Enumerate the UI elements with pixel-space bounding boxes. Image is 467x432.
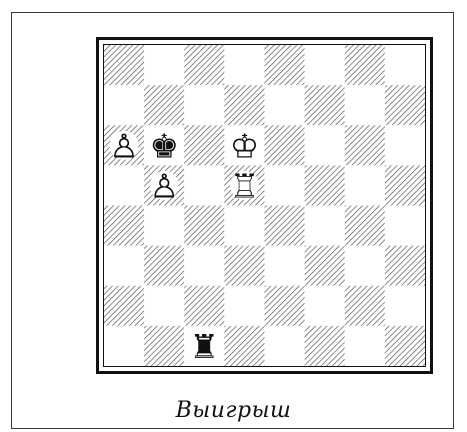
chessboard-border: ♙♚♔♙♖♜: [96, 37, 433, 374]
square-g5: [345, 165, 385, 205]
white-king-icon: ♔: [230, 126, 260, 165]
square-d3: [224, 246, 264, 286]
black-king-icon: ♚: [149, 126, 179, 165]
square-d8: [224, 45, 264, 85]
square-d2: [224, 286, 264, 326]
square-d4: [224, 206, 264, 246]
square-g6: [345, 125, 385, 165]
square-d7: [224, 85, 264, 125]
square-f4: [305, 206, 345, 246]
square-b2: [144, 286, 184, 326]
square-c2: [184, 286, 224, 326]
square-b1: [144, 326, 184, 366]
black-rook-icon: ♜: [190, 327, 220, 366]
square-g3: [345, 246, 385, 286]
square-b4: [144, 206, 184, 246]
square-h8: [385, 45, 425, 85]
square-a8: [104, 45, 144, 85]
chessboard-canvas: ♙♚♔♙♖♜: [104, 45, 425, 366]
diagram-caption: Выигрыш: [0, 398, 467, 423]
square-f5: [305, 165, 345, 205]
square-e8: [265, 45, 305, 85]
square-g2: [345, 286, 385, 326]
square-a7: [104, 85, 144, 125]
square-g8: [345, 45, 385, 85]
square-f3: [305, 246, 345, 286]
white-rook-icon: ♖: [230, 166, 260, 205]
square-a3: [104, 246, 144, 286]
square-h6: [385, 125, 425, 165]
square-h1: [385, 326, 425, 366]
square-e7: [265, 85, 305, 125]
square-a5: [104, 165, 144, 205]
square-f7: [305, 85, 345, 125]
square-e2: [265, 286, 305, 326]
square-h5: [385, 165, 425, 205]
chessboard: ♙♚♔♙♖♜: [103, 44, 426, 367]
square-e6: [265, 125, 305, 165]
square-f1: [305, 326, 345, 366]
square-g1: [345, 326, 385, 366]
square-c7: [184, 85, 224, 125]
square-e3: [265, 246, 305, 286]
square-a2: [104, 286, 144, 326]
square-e5: [265, 165, 305, 205]
square-h3: [385, 246, 425, 286]
square-e4: [265, 206, 305, 246]
square-d1: [224, 326, 264, 366]
square-f8: [305, 45, 345, 85]
white-pawn-icon: ♙: [109, 126, 139, 165]
square-a4: [104, 206, 144, 246]
square-c8: [184, 45, 224, 85]
square-f6: [305, 125, 345, 165]
white-pawn-icon: ♙: [149, 166, 179, 205]
square-b3: [144, 246, 184, 286]
square-h7: [385, 85, 425, 125]
square-h2: [385, 286, 425, 326]
square-a1: [104, 326, 144, 366]
square-f2: [305, 286, 345, 326]
square-b7: [144, 85, 184, 125]
square-c3: [184, 246, 224, 286]
square-g7: [345, 85, 385, 125]
square-c4: [184, 206, 224, 246]
square-g4: [345, 206, 385, 246]
square-e1: [265, 326, 305, 366]
square-c6: [184, 125, 224, 165]
square-c5: [184, 165, 224, 205]
square-b8: [144, 45, 184, 85]
square-h4: [385, 206, 425, 246]
